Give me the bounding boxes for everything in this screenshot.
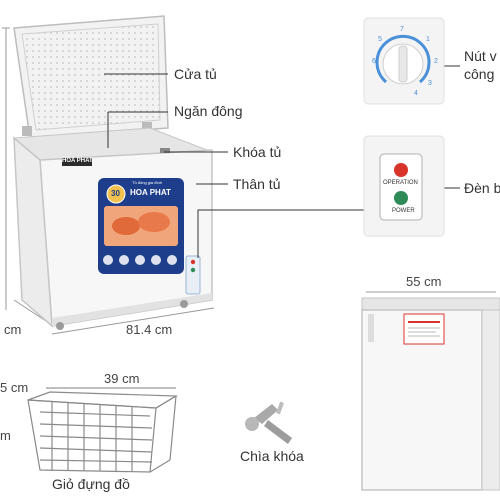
operation-label: OPERATION <box>383 180 418 186</box>
label-freezer-compartment: Ngăn đông <box>174 103 243 119</box>
foot-wheel <box>180 300 188 308</box>
side-view-freezer <box>361 291 500 491</box>
height-dimension-line <box>2 27 10 310</box>
lock-latch <box>160 148 170 153</box>
brand-logo-strip <box>62 158 92 166</box>
dial-ring <box>375 34 431 84</box>
dial-number: 3 <box>428 80 432 87</box>
label-lights: Đèn b <box>464 180 500 196</box>
dim-height-left: cm <box>4 322 22 337</box>
label-knob-line2: công <box>464 66 495 82</box>
dim-basket-depth-left: 5 cm <box>0 380 29 395</box>
label-lock: Khóa tủ <box>233 144 282 160</box>
dial-number: 7 <box>400 26 404 33</box>
label-knob: Nút v <box>464 48 497 64</box>
power-label: POWER <box>392 208 415 214</box>
banner-promo-text: Tủ đông gia đình <box>132 180 163 185</box>
badge-circle <box>106 184 126 204</box>
indicator-panel <box>363 135 445 237</box>
badge-number: 30 <box>111 189 120 198</box>
storage-basket <box>27 387 179 473</box>
warning-label <box>403 313 445 345</box>
feature-icons-row <box>103 255 177 265</box>
label-lid: Cửa tủ <box>174 66 217 82</box>
freezer-lid <box>13 15 169 139</box>
width-dimension-line <box>51 307 215 335</box>
label-basket: Giỏ đựng đồ <box>52 476 130 492</box>
hinge-right <box>142 122 152 132</box>
dim-basket-height-left: m <box>0 428 11 443</box>
power-led <box>394 191 408 205</box>
label-key: Chìa khóa <box>240 448 304 464</box>
dial-number: 2 <box>434 58 438 65</box>
thermostat-panel <box>363 17 445 105</box>
brand-logo-text: HOA PHAT <box>62 158 93 164</box>
hinge-left <box>22 126 32 136</box>
dial-number: 1 <box>426 36 430 43</box>
body-control-panel <box>185 255 201 295</box>
dial-number: 5 <box>378 36 382 43</box>
label-body: Thân tủ <box>233 176 281 192</box>
promo-banner <box>98 178 184 274</box>
operation-led <box>394 163 408 177</box>
dial-number: 4 <box>414 90 418 97</box>
dim-width: 81.4 cm <box>126 322 173 337</box>
foot-wheel <box>56 322 64 330</box>
dim-side-depth: 55 cm <box>406 274 442 289</box>
key-icon <box>245 401 292 444</box>
dial-number: 6 <box>372 58 376 65</box>
dim-basket-width: 39 cm <box>104 371 140 386</box>
banner-brand-text: HOA PHAT <box>130 188 171 197</box>
